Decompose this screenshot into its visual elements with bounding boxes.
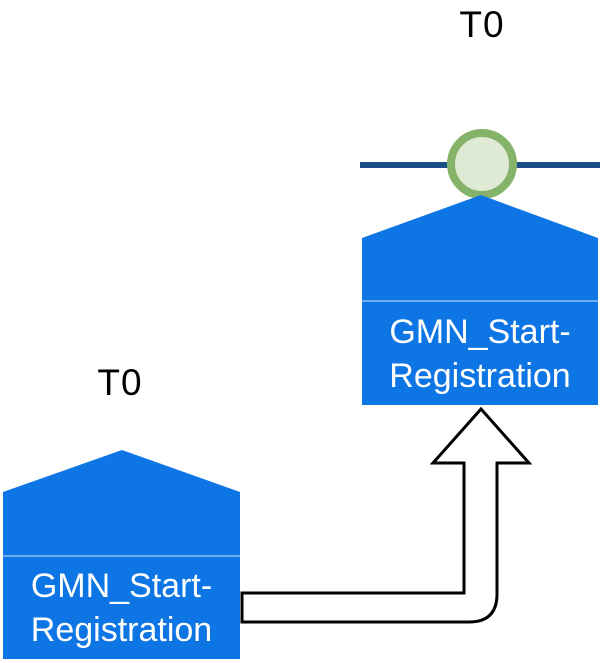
event-node-right[interactable]: GMN_Start- Registration bbox=[362, 195, 598, 405]
event-node-left[interactable]: GMN_Start- Registration bbox=[3, 450, 240, 659]
time-label-right: T0 bbox=[459, 4, 505, 45]
time-label-left: T0 bbox=[97, 362, 143, 403]
bent-up-arrow-icon[interactable] bbox=[240, 406, 533, 624]
event-label-line2: Registration bbox=[389, 356, 571, 395]
event-label-line2: Registration bbox=[30, 611, 213, 649]
event-label-line1: GMN_Start- bbox=[30, 567, 213, 605]
event-label-line1: GMN_Start- bbox=[389, 312, 571, 351]
event-node-left-label: GMN_Start- Registration bbox=[3, 555, 240, 659]
timeline-circle-marker-icon[interactable] bbox=[447, 129, 517, 199]
event-node-right-label: GMN_Start- Registration bbox=[362, 300, 598, 405]
